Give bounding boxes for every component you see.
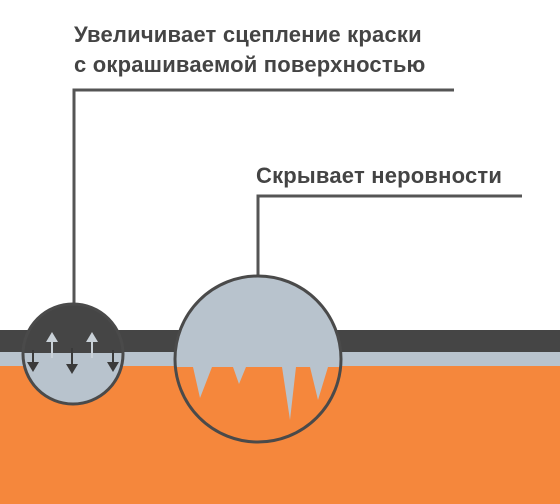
- arrow-up-icon: [86, 332, 98, 358]
- callout-adhesion-line: [72, 88, 454, 304]
- callout-adhesion-line2: с окрашиваемой поверхностью: [74, 52, 426, 77]
- callout-adhesion-label: Увеличивает сцепление краски с окрашивае…: [74, 20, 426, 80]
- callout-unevenness-label: Скрывает неровности: [256, 163, 503, 188]
- arrow-down-icon: [66, 348, 78, 374]
- callout-adhesion-line1: Увеличивает сцепление краски: [74, 22, 422, 47]
- arrow-down-icon: [107, 350, 119, 372]
- primer-spikes: [175, 276, 341, 420]
- arrow-down-icon: [27, 350, 39, 372]
- unevenness-magnifier-icon: [173, 274, 343, 444]
- callout-unevenness-line: [256, 194, 522, 276]
- arrow-up-icon: [46, 332, 58, 358]
